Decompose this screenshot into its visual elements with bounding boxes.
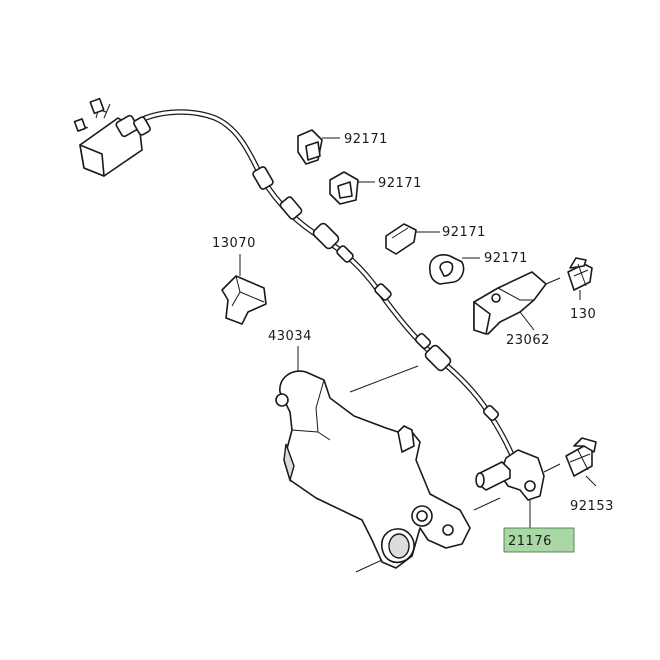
- speed-sensor-21176: [475, 449, 561, 530]
- cable-connector: [73, 97, 151, 177]
- clip-92171-b: [329, 171, 375, 205]
- part-number-label[interactable]: 23062: [506, 333, 550, 348]
- part-number-label-highlighted[interactable]: 21176: [508, 534, 552, 549]
- sensor-cable: [125, 109, 518, 465]
- clip-92171-d: [429, 254, 480, 285]
- bolt-92153: [565, 437, 597, 487]
- bracket-23062: [473, 271, 561, 335]
- part-number-label[interactable]: 92171: [344, 132, 388, 147]
- clip-92171-a: [297, 129, 340, 165]
- caliper-bracket-43034: [275, 346, 501, 573]
- clip-13070: [221, 254, 267, 325]
- highlight-box-21176: [503, 527, 575, 553]
- part-number-label[interactable]: 92171: [484, 251, 528, 266]
- part-number-label[interactable]: 13070: [212, 236, 256, 251]
- part-number-label[interactable]: 92171: [442, 225, 486, 240]
- bolt-130: [567, 257, 593, 300]
- part-number-label[interactable]: 43034: [268, 329, 312, 344]
- part-number-label[interactable]: 130: [570, 307, 596, 322]
- clip-92171-c: [385, 223, 440, 255]
- part-number-label[interactable]: 92171: [378, 176, 422, 191]
- part-number-label[interactable]: 92153: [570, 499, 614, 514]
